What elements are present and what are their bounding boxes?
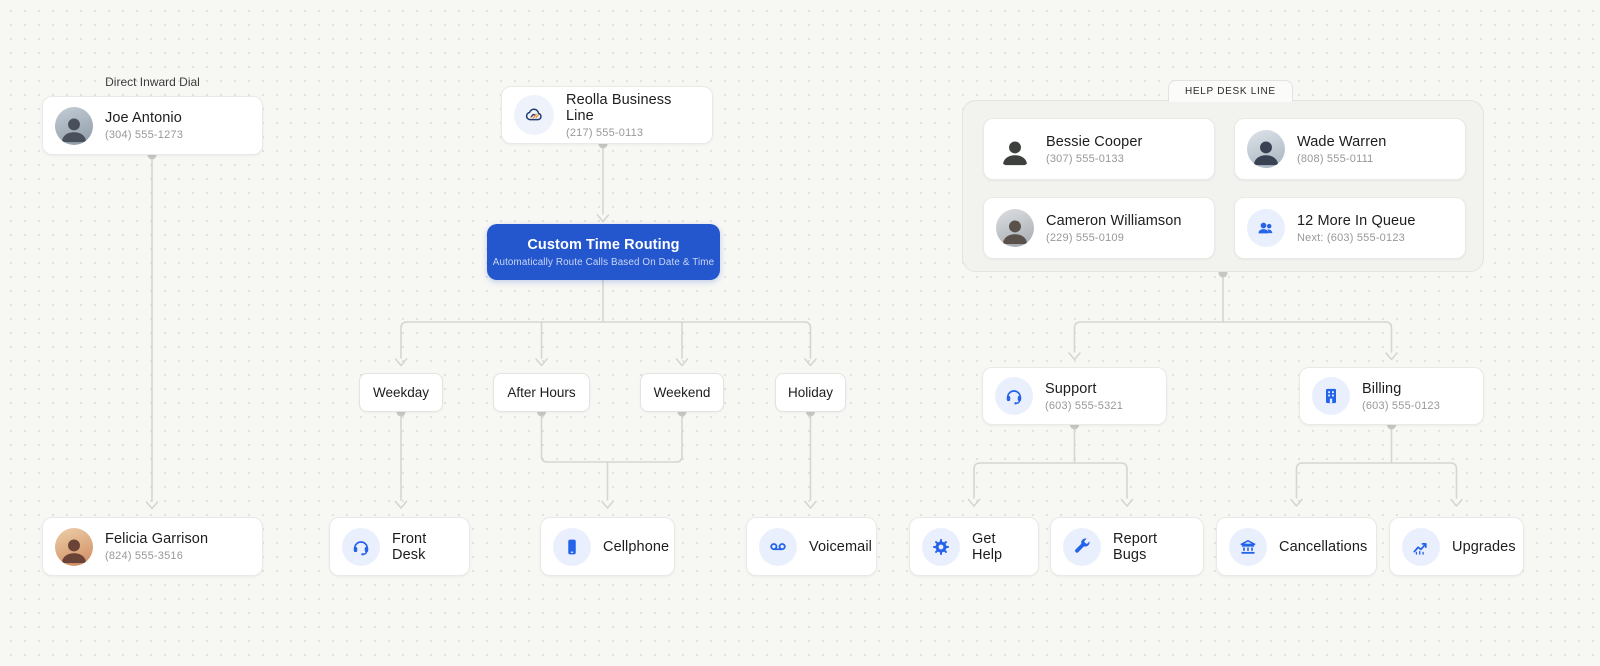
destination-label: Cellphone [603, 538, 670, 555]
headset-icon [995, 377, 1033, 415]
node-get-help[interactable]: Get Help [909, 517, 1039, 576]
queue-next: Next: (603) 555-0123 [1297, 231, 1405, 244]
avatar-joe-antonio [55, 106, 93, 145]
smartphone-icon [553, 527, 591, 566]
headset-icon [342, 527, 380, 566]
avatar-wade-warren [1247, 130, 1285, 168]
node-cameron-williamson[interactable]: Cameron Williamson (229) 555-0109 [983, 197, 1215, 259]
destination-label: Voicemail [809, 538, 872, 555]
node-report-bugs[interactable]: Report Bugs [1050, 517, 1204, 576]
node-after-hours[interactable]: After Hours [493, 373, 590, 412]
node-bessie-cooper[interactable]: Bessie Cooper (307) 555-0133 [983, 118, 1215, 180]
node-queue-more[interactable]: 12 More In Queue Next: (603) 555-0123 [1234, 197, 1466, 259]
voicemail-icon [759, 527, 797, 566]
contact-phone: (808) 555-0111 [1297, 152, 1374, 165]
node-upgrades[interactable]: Upgrades [1389, 517, 1524, 576]
node-custom-time-routing[interactable]: Custom Time Routing Automatically Route … [487, 224, 720, 280]
contact-phone: (824) 555-3516 [105, 550, 184, 562]
helpdesk-line-tab-label: HELP DESK LINE [1185, 86, 1276, 97]
node-billing[interactable]: Billing (603) 555-0123 [1299, 367, 1484, 425]
destination-label: Upgrades [1452, 538, 1516, 555]
node-holiday[interactable]: Holiday [775, 373, 846, 412]
line-phone: (217) 555-0113 [566, 126, 644, 139]
node-cellphone[interactable]: Cellphone [540, 517, 675, 576]
contact-name: Wade Warren [1297, 133, 1387, 150]
node-joe-antonio[interactable]: Joe Antonio (304) 555-1273 [42, 96, 263, 155]
routing-subtitle: Automatically Route Calls Based On Date … [492, 256, 715, 268]
avatar-felicia-garrison [55, 527, 93, 566]
avatar-bessie-cooper [996, 130, 1034, 168]
destination-label: Get Help [972, 530, 1003, 563]
wrench-icon [1063, 527, 1101, 566]
node-front-desk[interactable]: Front Desk [329, 517, 470, 576]
queue-title: 12 More In Queue [1297, 212, 1416, 229]
destination-label: Cancellations [1279, 538, 1368, 555]
gear-icon [922, 527, 960, 566]
node-business-line[interactable]: Reolla Business Line (217) 555-0113 [501, 86, 713, 144]
people-icon [1247, 209, 1285, 247]
node-voicemail[interactable]: Voicemail [746, 517, 877, 576]
trending-up-icon [1402, 527, 1440, 566]
dept-phone: (603) 555-5321 [1045, 399, 1124, 412]
contact-name: Bessie Cooper [1046, 133, 1143, 150]
contact-name: Cameron Williamson [1046, 212, 1182, 229]
dept-name: Support [1045, 380, 1097, 397]
dept-phone: (603) 555-0123 [1362, 399, 1441, 412]
node-weekend[interactable]: Weekend [640, 373, 724, 412]
destination-label: Report Bugs [1113, 530, 1158, 563]
contact-phone: (304) 555-1273 [105, 129, 184, 141]
contact-phone: (229) 555-0109 [1046, 231, 1125, 244]
building-icon [1312, 377, 1350, 415]
destination-label: Front Desk [392, 530, 427, 563]
node-wade-warren[interactable]: Wade Warren (808) 555-0111 [1234, 118, 1466, 180]
node-felicia-garrison[interactable]: Felicia Garrison (824) 555-3516 [42, 517, 263, 576]
node-support[interactable]: Support (603) 555-5321 [982, 367, 1167, 425]
routing-title: Custom Time Routing [527, 236, 680, 253]
contact-name: Felicia Garrison [105, 531, 209, 547]
bank-icon [1229, 527, 1267, 566]
contact-name: Joe Antonio [105, 110, 182, 126]
avatar-cameron-williamson [996, 209, 1034, 247]
dept-name: Billing [1362, 380, 1402, 397]
cloud-phone-icon [514, 95, 554, 135]
node-weekday[interactable]: Weekday [359, 373, 443, 412]
contact-phone: (307) 555-0133 [1046, 152, 1125, 165]
line-name: Reolla Business Line [566, 91, 672, 124]
helpdesk-line-tab[interactable]: HELP DESK LINE [1168, 80, 1293, 102]
direct-inward-dial-label: Direct Inward Dial [105, 75, 200, 89]
helpdesk-group[interactable]: HELP DESK LINE Bessie Cooper (307) 555-0… [962, 80, 1484, 272]
node-cancellations[interactable]: Cancellations [1216, 517, 1377, 576]
